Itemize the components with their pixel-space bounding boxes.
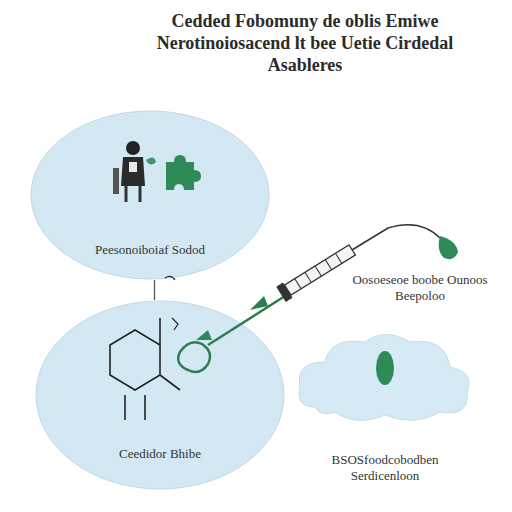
diagram-title: Cedded Fobomuny de oblis Emiwe Nerotinoi…	[140, 10, 470, 76]
cloud-fill	[299, 335, 469, 421]
node-text: BSOSfoodcobodben Serdicenloon	[305, 452, 465, 484]
ellipse-fill	[31, 111, 269, 279]
ellipse-outline	[35, 300, 285, 490]
cloud-shape: BSOSfoodcobodben Serdicenloon	[295, 325, 475, 490]
connector-line	[154, 280, 155, 300]
ellipse-fill	[36, 301, 284, 489]
ellipse-region: Ceedidor Bhibe	[35, 300, 285, 490]
node-text: Peesonoiboiaf Sodod	[95, 242, 205, 258]
ellipse-region: Peesonoiboiaf Sodod	[30, 110, 270, 280]
annotation-text: Oosoeseoe boobe Ounoos Beepoloo	[330, 272, 510, 304]
node-text: Ceedidor Bhibe	[119, 446, 201, 462]
